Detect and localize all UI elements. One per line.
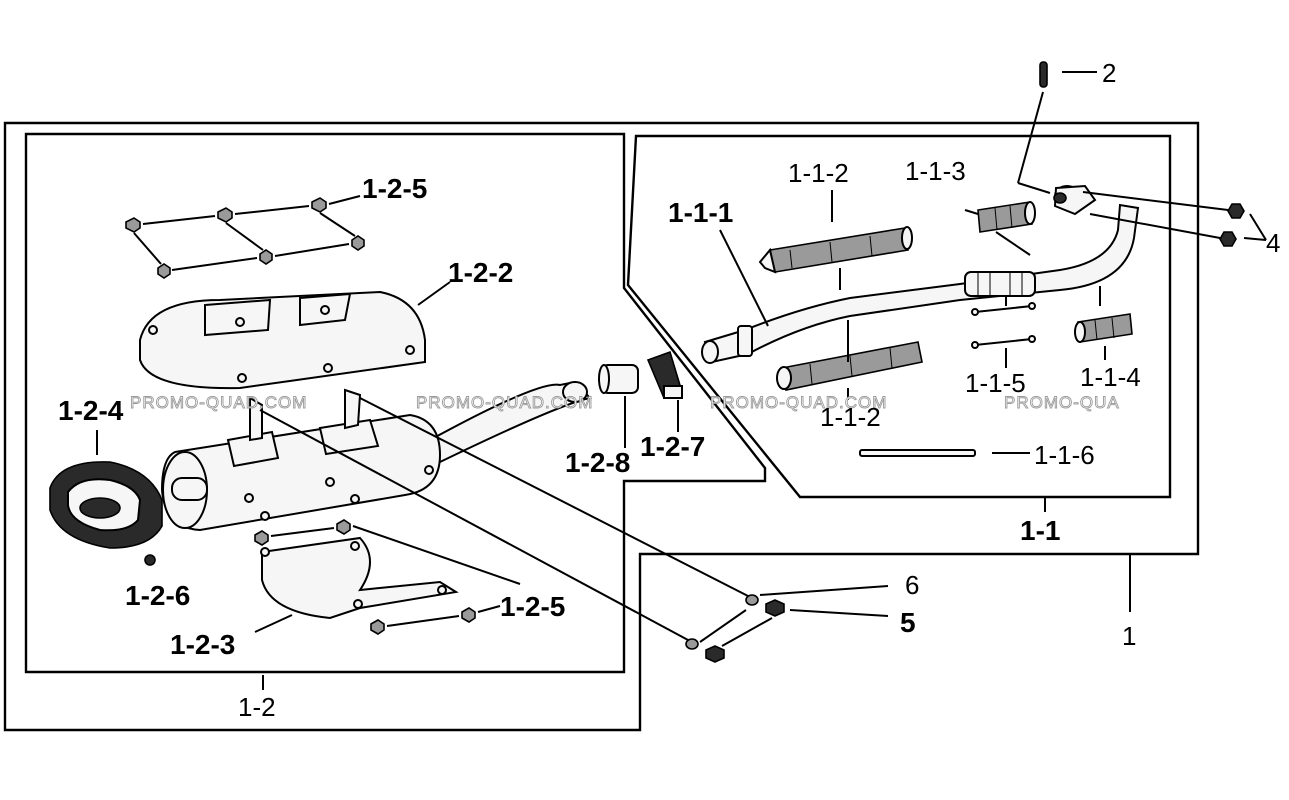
watermark-4: PROMO-QUA [1004,393,1120,412]
label-1-2-8: 1-2-8 [565,447,630,478]
washer-part [685,594,759,650]
header-pipe-part [701,184,1140,364]
pipe-heat-shield-1-1-3 [977,201,1036,233]
frame-group-1-2 [24,132,767,674]
watermark-2: PROMO-QUAD.COM [416,393,593,412]
watermark-1: PROMO-QUAD.COM [130,393,307,412]
pipe-heat-shield-1-1-4 [1074,313,1133,343]
watermark-3: PROMO-QUAD.COM [710,393,887,412]
label-1: 1 [1122,621,1136,651]
frame-group-1-1 [626,134,1172,499]
gasket-part [1039,61,1048,88]
frame-outer-1 [3,121,1200,732]
muffler-top-heat-shield [139,290,426,390]
label-1-1-5: 1-1-5 [965,368,1026,398]
label-2: 2 [1102,58,1116,88]
label-1-2-5-top: 1-2-5 [362,173,427,204]
label-1-2-3: 1-2-3 [170,629,235,660]
label-1-1-6: 1-1-6 [1034,440,1095,470]
end-cap-screw [144,554,156,566]
label-1-1-3: 1-1-3 [905,156,966,186]
label-1-2-7: 1-2-7 [640,431,705,462]
muffler-bottom-heat-shield [260,536,459,620]
label-1-1-1: 1-1-1 [668,197,733,228]
label-1-2-5-bottom: 1-2-5 [500,591,565,622]
label-1-1-2-top: 1-1-2 [788,158,849,188]
heat-shield-bolts-bottom [254,519,476,635]
muffler-body-part [160,380,592,532]
label-1-1: 1-1 [1020,515,1060,546]
joint-clamp-part [646,350,683,399]
label-1-2: 1-2 [238,692,276,722]
label-1-2-2: 1-2-2 [448,257,513,288]
springs-part [971,302,1036,349]
muffler-end-cap-part [49,461,163,549]
heat-shield-bolts-top [125,197,365,279]
label-4: 4 [1266,228,1280,258]
flange-nuts-part [1219,203,1245,247]
mount-bolt-part [705,599,785,663]
joint-sleeve-part [598,364,639,394]
long-bolt-part [859,449,976,457]
label-1-1-4: 1-1-4 [1080,362,1141,392]
pipe-heat-shield-bottom [776,341,923,391]
label-1-2-4: 1-2-4 [58,395,124,426]
label-1-2-6: 1-2-6 [125,580,190,611]
label-6: 6 [905,570,919,600]
label-1-1-2-bottom: 1-1-2 [820,402,881,432]
label-5: 5 [900,607,916,638]
pipe-heat-shield-top [758,226,913,274]
